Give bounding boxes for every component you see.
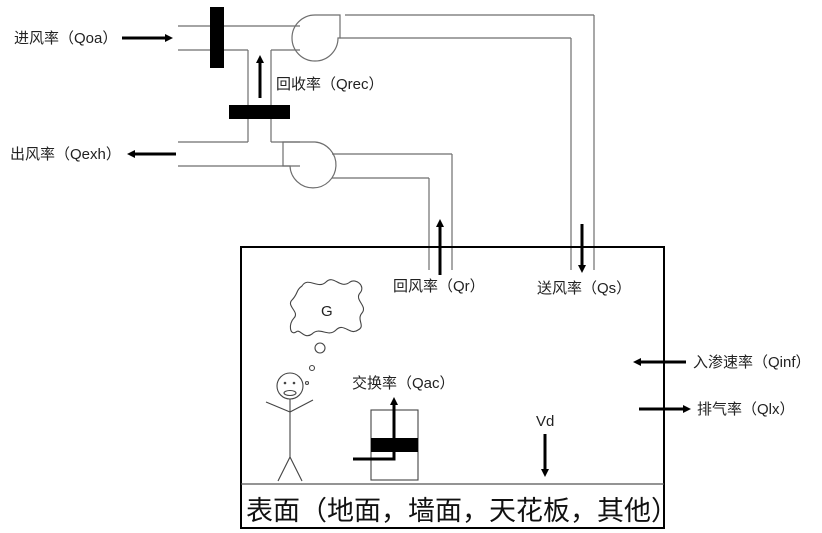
thought-bubble-small-icon: [308, 364, 316, 372]
air-cleaner-icon: [353, 397, 419, 481]
person-icon: [265, 372, 314, 482]
outdoor-air-label: 进风率（Qoa）: [14, 30, 117, 47]
exhaust-air-label: 出风率（Qexh）: [10, 146, 121, 163]
exfiltration-label: 排气率（Qlx）: [697, 401, 795, 418]
return-air-label: 回风率（Qr）: [393, 278, 485, 295]
return-fan-icon: [282, 141, 337, 189]
supply-air-label: 送风率（Qs）: [537, 280, 631, 297]
recirculation-damper: [229, 105, 290, 119]
infiltration-label: 入渗速率（Qinf）: [693, 354, 811, 371]
supply-duct: [178, 14, 595, 270]
deposition-label: Vd: [536, 413, 554, 430]
generation-cloud-icon: [289, 279, 364, 337]
thought-bubble-icon: [314, 342, 326, 354]
surfaces-label: 表面（地面，墙面，天花板，其他）: [246, 496, 678, 526]
outdoor-air-damper: [210, 7, 224, 68]
air-cleaner-label: 交换率（Qac）: [352, 374, 455, 392]
recirculation-label: 回收率（Qrec）: [276, 76, 384, 93]
room-box: [240, 246, 665, 529]
return-duct: [178, 141, 453, 270]
generation-label: G: [321, 303, 333, 320]
supply-fan-icon: [291, 14, 341, 62]
